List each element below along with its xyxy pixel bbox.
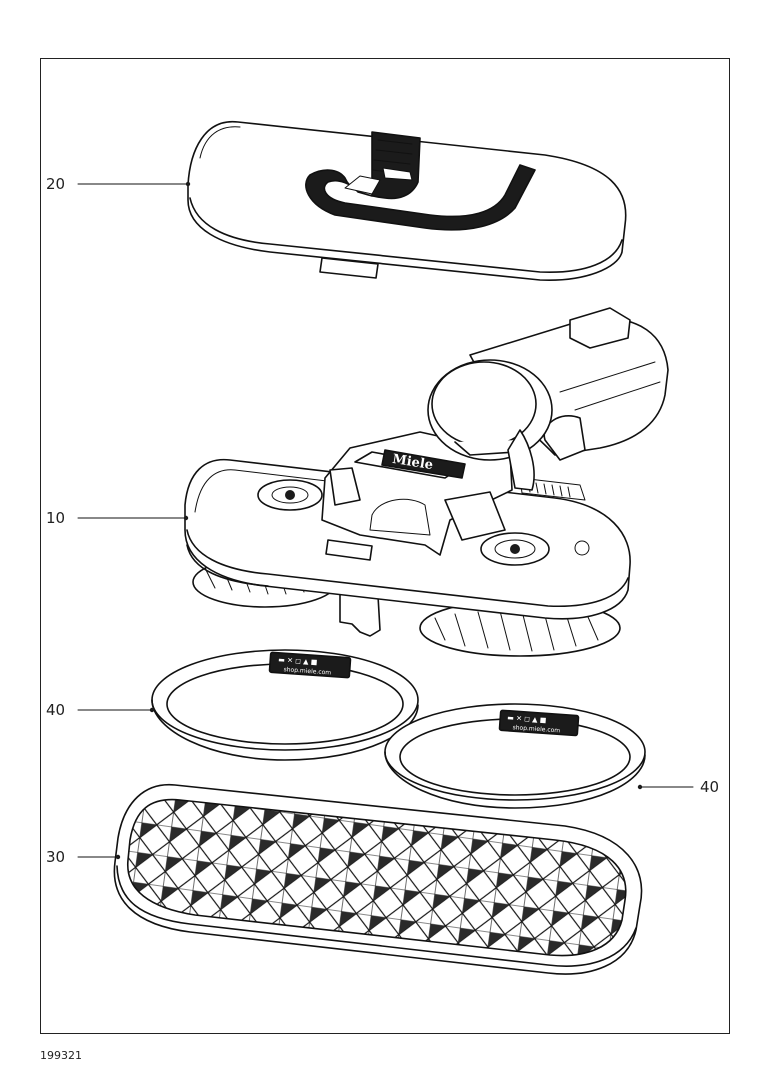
- svg-text:▬ ✕ ◻ ▲ ■: ▬ ✕ ◻ ▲ ■: [278, 656, 318, 667]
- brand-logo: Miele: [391, 452, 434, 473]
- part-tray: [113, 783, 643, 975]
- leader-lines: [77, 181, 694, 860]
- part-main-unit: Miele: [184, 307, 669, 657]
- part-lid: [187, 120, 627, 281]
- callout-pad-left: 40: [46, 701, 66, 719]
- callout-main-unit: 10: [46, 509, 66, 527]
- callout-pad-right: 40: [700, 778, 720, 796]
- lid-handle-groove: [305, 131, 536, 231]
- part-pad-left: ▬ ✕ ◻ ▲ ■ shop.miele.com: [151, 649, 419, 761]
- callout-lid: 20: [46, 175, 66, 193]
- document-number: 199321: [40, 1049, 82, 1062]
- svg-text:▬ ✕ ◻ ▲ ■: ▬ ✕ ◻ ▲ ■: [507, 714, 547, 725]
- svg-text:shop.miele.com: shop.miele.com: [512, 724, 560, 734]
- part-pad-right: ▬ ✕ ◻ ▲ ■ shop.miele.com: [384, 703, 646, 809]
- callout-tray: 30: [46, 848, 66, 866]
- drawing-frame: [40, 58, 730, 1034]
- svg-text:shop.miele.com: shop.miele.com: [283, 666, 331, 676]
